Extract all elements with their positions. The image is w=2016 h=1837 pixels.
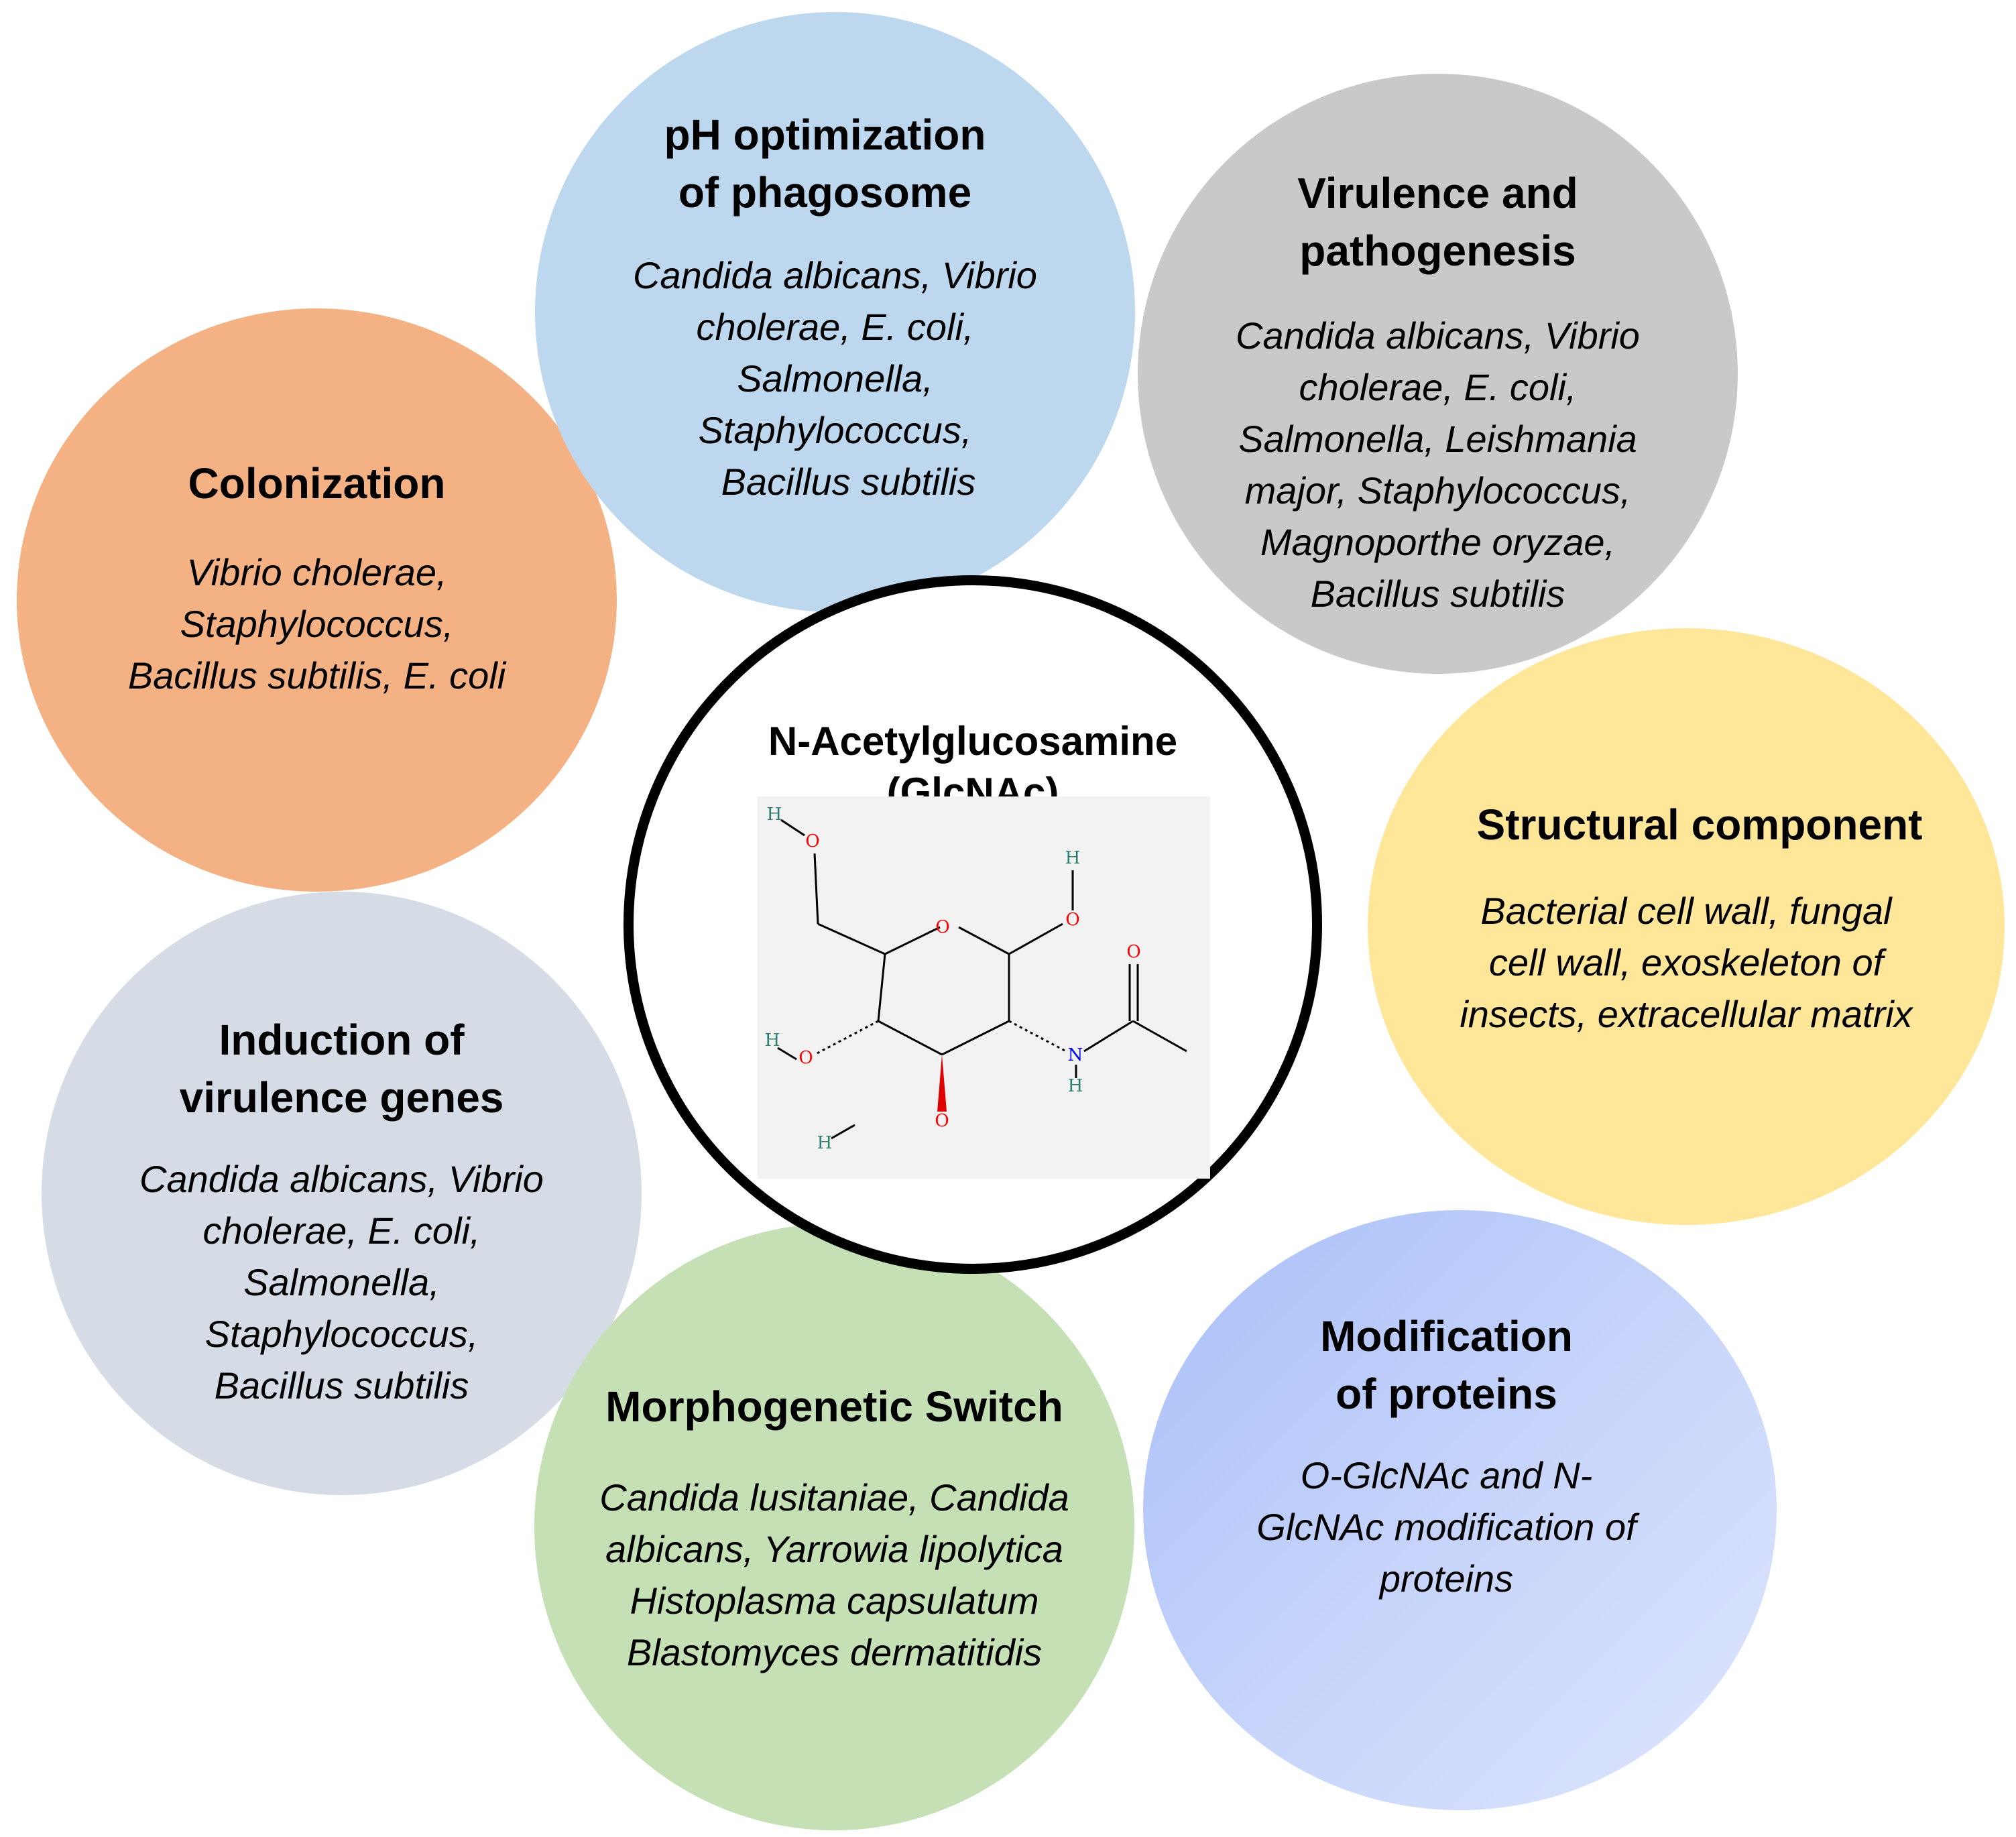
structural-component-examples: Bacterial cell wall, fungal cell wall, e…: [1368, 885, 2005, 1040]
ch2-bond: [817, 923, 886, 955]
ph-optimization-organisms-line: Candida albicans, Vibrio: [633, 254, 1037, 296]
ph-optimization-organisms-line: cholerae, E. coli,: [696, 306, 974, 348]
c4-oxygen-atom: O: [935, 1111, 949, 1131]
colonization-organisms-line: Bacillus subtilis, E. coli: [127, 654, 506, 697]
colonization-title: Colonization: [188, 459, 446, 508]
c3-oxygen-atom: O: [798, 1048, 813, 1068]
morphogenetic-switch-organisms: Candida lusitaniae, Candida albicans, Ya…: [534, 1472, 1134, 1678]
virulence-title-line: pathogenesis: [1299, 227, 1576, 275]
oh-h-bond: [780, 819, 805, 837]
modification-title-line: of proteins: [1336, 1370, 1557, 1418]
morphogenetic-switch-title: Morphogenetic Switch: [605, 1382, 1063, 1431]
virulence-circle: Virulence and pathogenesis Candida albic…: [1138, 74, 1738, 674]
structural-component-examples-line: cell wall, exoskeleton of: [1488, 941, 1884, 984]
c2-n-hash-bond: [1008, 1020, 1067, 1053]
virulence-organisms-line: cholerae, E. coli,: [1299, 366, 1577, 408]
ring-oxygen-atom: O: [935, 917, 949, 937]
induction-organisms-line: Candida albicans, Vibrio: [139, 1158, 544, 1200]
ch2oh-oxygen-atom: O: [805, 831, 819, 851]
virulence-title-line: Virulence and: [1297, 169, 1578, 217]
morphogenetic-switch-organisms-line: Blastomyces dermatitidis: [626, 1631, 1043, 1673]
virulence-title: Virulence and pathogenesis: [1138, 164, 1738, 280]
induction-title-line: virulence genes: [179, 1073, 504, 1122]
virulence-organisms: Candida albicans, Vibrio cholerae, E. co…: [1138, 310, 1738, 619]
modification-title: Modification of proteins: [1143, 1307, 1750, 1423]
induction-organisms-line: Bacillus subtilis: [214, 1364, 469, 1407]
virulence-organisms-line: Bacillus subtilis: [1310, 573, 1565, 615]
anomeric-oxygen-atom: O: [1065, 910, 1079, 930]
morphogenetic-switch-organisms-line: Histoplasma capsulatum: [630, 1580, 1039, 1622]
oh-h-bond: [831, 1124, 855, 1140]
ph-optimization-title: pH optimization of phagosome: [535, 106, 1115, 221]
induction-circle: Induction of virulence genes Candida alb…: [42, 892, 642, 1495]
ph-optimization-organisms-line: Staphylococcus,: [698, 409, 972, 451]
c1-oh-bond: [1008, 923, 1063, 955]
colonization-circle: Colonization Vibrio cholerae, Staphyloco…: [17, 308, 617, 892]
induction-organisms-line: Salmonella,: [243, 1261, 440, 1303]
structural-component-circle: Structural component Bacterial cell wall…: [1368, 628, 2005, 1225]
virulence-organisms-line: Salmonella, Leishmania: [1238, 418, 1637, 460]
nitrogen-hydrogen-atom: H: [1068, 1076, 1083, 1096]
ch2-oh-bond: [813, 853, 819, 925]
virulence-organisms-line: Magnoporthe oryzae,: [1260, 521, 1616, 563]
c-methyl-bond: [1132, 1020, 1187, 1053]
induction-organisms-line: Staphylococcus,: [204, 1313, 479, 1355]
glcnac-molecule-svg: O O H O H O H O H N H O: [765, 805, 1187, 1153]
colonization-organisms: Vibrio cholerae, Staphylococcus, Bacillu…: [17, 546, 617, 701]
atom-labels: O O H O H O H O H N H O: [765, 805, 1141, 1153]
ring-bond: [884, 926, 941, 955]
induction-organisms-line: cholerae, E. coli,: [202, 1209, 481, 1252]
ring-bond: [877, 953, 886, 1022]
virulence-organisms-line: major, Staphylococcus,: [1244, 469, 1631, 512]
glcnac-title-line: N-Acetylglucosamine: [768, 719, 1178, 764]
modification-description-line: proteins: [1379, 1557, 1514, 1600]
modification-description-line: O-GlcNAc and N-: [1300, 1454, 1593, 1496]
ring-bond: [958, 926, 1010, 955]
modification-description-line: GlcNAc modification of: [1256, 1506, 1637, 1548]
glcnac-structure-diagram: O O H O H O H O H N H O: [758, 796, 1210, 1179]
morphogenetic-switch-organisms-line: albicans, Yarrowia lipolytica: [605, 1528, 1063, 1570]
oh-h-bond: [777, 1047, 797, 1061]
induction-organisms: Candida albicans, Vibrio cholerae, E. co…: [42, 1153, 642, 1411]
ch2oh-hydrogen-atom: H: [767, 805, 782, 825]
nitrogen-atom: N: [1068, 1045, 1083, 1065]
colonization-organisms-line: Staphylococcus,: [180, 603, 454, 645]
c3-oh-hash-bond: [814, 1020, 879, 1056]
ring-bond: [878, 1020, 943, 1056]
virulence-organisms-line: Candida albicans, Vibrio: [1236, 314, 1640, 357]
ph-optimization-organisms-line: Salmonella,: [737, 357, 933, 400]
modification-circle: Modification of proteins O-GlcNAc and N-…: [1143, 1210, 1777, 1810]
ph-optimization-organisms: Candida albicans, Vibrio cholerae, E. co…: [535, 249, 1135, 508]
molecule-bonds: [777, 819, 1187, 1140]
structural-component-examples-line: Bacterial cell wall, fungal: [1480, 890, 1892, 932]
modification-description: O-GlcNAc and N- GlcNAc modification of p…: [1143, 1449, 1750, 1604]
induction-title: Induction of virulence genes: [42, 1011, 642, 1126]
c4-oh-wedge-bond: [937, 1055, 947, 1112]
structural-component-examples-line: insects, extracellular matrix: [1460, 993, 1913, 1035]
ring-bond: [941, 1020, 1010, 1056]
ph-optimization-circle: pH optimization of phagosome Candida alb…: [535, 12, 1135, 612]
ph-optimization-title-line: pH optimization: [664, 111, 986, 159]
carbonyl-oxygen-atom: O: [1126, 942, 1140, 962]
ph-optimization-organisms-line: Bacillus subtilis: [721, 461, 976, 503]
anomeric-hydrogen-atom: H: [1065, 848, 1081, 868]
modification-title-line: Modification: [1320, 1312, 1573, 1360]
colonization-organisms-line: Vibrio cholerae,: [186, 551, 447, 593]
structural-component-title: Structural component: [1476, 801, 1923, 849]
morphogenetic-switch-circle: Morphogenetic Switch Candida lusitaniae,…: [534, 1224, 1134, 1830]
ph-optimization-title-line: of phagosome: [678, 168, 972, 217]
n-c-bond: [1083, 1020, 1134, 1053]
glcnac-center-circle: N-Acetylglucosamine (GlcNAc): [624, 575, 1322, 1274]
induction-title-line: Induction of: [219, 1016, 465, 1064]
c4-hydrogen-atom: H: [817, 1133, 833, 1153]
morphogenetic-switch-organisms-line: Candida lusitaniae, Candida: [599, 1476, 1069, 1519]
c3-hydrogen-atom: H: [765, 1030, 780, 1051]
